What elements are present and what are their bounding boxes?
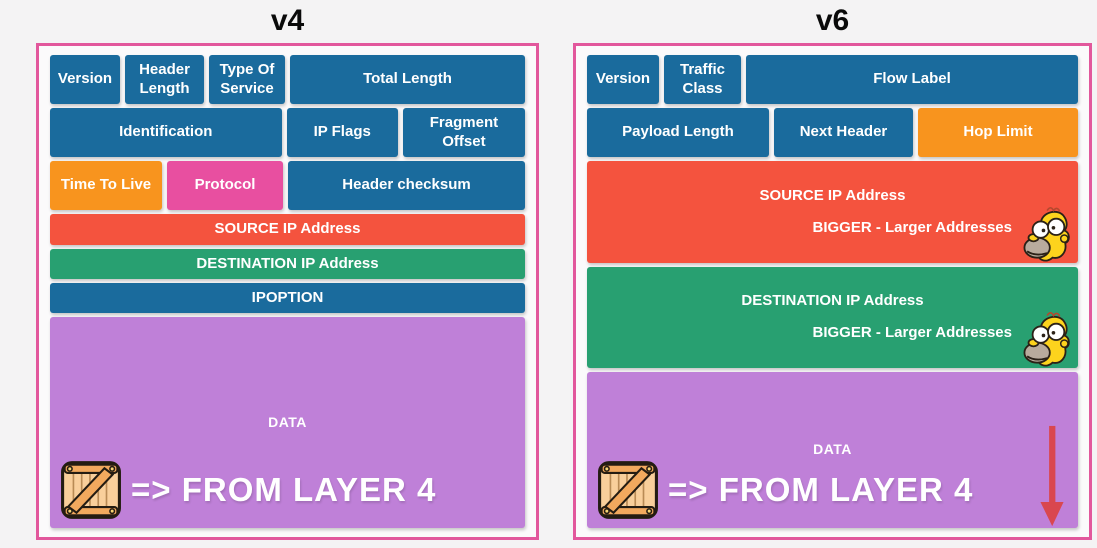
v4-row-6: IPOPTION (50, 283, 525, 313)
v4-field-type-of-service: Type Of Service (209, 55, 285, 104)
v6-row-3: SOURCE IP Address BIGGER - Larger Addres… (587, 161, 1078, 263)
v6-field-hop-limit: Hop Limit (918, 108, 1078, 157)
v6-row-1: Version Traffic Class Flow Label (587, 55, 1078, 104)
v6-destination-ip-label: DESTINATION IP Address (741, 292, 924, 310)
v6-row-4: DESTINATION IP Address BIGGER - Larger A… (587, 267, 1078, 368)
v6-from-layer-label: => FROM LAYER 4 (668, 471, 974, 509)
v6-field-destination-ip: DESTINATION IP Address BIGGER - Larger A… (587, 267, 1078, 368)
v4-title: v4 (270, 4, 305, 37)
v4-field-time-to-live: Time To Live (50, 161, 162, 210)
v6-field-source-ip: SOURCE IP Address BIGGER - Larger Addres… (587, 161, 1078, 263)
red-down-arrow-icon (1040, 425, 1064, 527)
v6-data-block: DATA => FROM LAYER 4 (587, 372, 1078, 528)
v6-row-2: Payload Length Next Header Hop Limit (587, 108, 1078, 157)
v4-field-protocol: Protocol (167, 161, 283, 210)
v4-field-ipoption: IPOPTION (50, 283, 525, 313)
wooden-crate-icon (598, 461, 658, 519)
v6-source-bigger-note: BIGGER - Larger Addresses (812, 218, 1012, 236)
homer-face-icon (1023, 312, 1070, 367)
v6-destination-bigger-note: BIGGER - Larger Addresses (812, 324, 1012, 341)
v4-from-layer-label: => FROM LAYER 4 (131, 471, 437, 509)
v6-source-ip-label: SOURCE IP Address (759, 186, 906, 204)
v4-field-header-checksum: Header checksum (288, 161, 525, 210)
v4-row-4: SOURCE IP Address (50, 214, 525, 245)
v6-field-next-header: Next Header (774, 108, 913, 157)
v4-row-3: Time To Live Protocol Header checksum (50, 161, 525, 210)
v4-field-header-length: Header Length (125, 55, 204, 104)
v6-field-flow-label: Flow Label (746, 55, 1078, 104)
v4-field-total-length: Total Length (290, 55, 525, 104)
v4-field-source-ip: SOURCE IP Address (50, 214, 525, 245)
v4-field-version: Version (50, 55, 120, 104)
wooden-crate-icon (61, 461, 121, 519)
v4-field-destination-ip: DESTINATION IP Address (50, 249, 525, 279)
v6-title: v6 (815, 4, 850, 37)
v4-data-label: DATA (268, 413, 307, 430)
v6-field-version: Version (587, 55, 659, 104)
v4-field-fragment-offset: Fragment Offset (402, 108, 525, 157)
ipv4-header-panel: Version Header Length Type Of Service To… (36, 43, 539, 540)
v4-from-layer-group: => FROM LAYER 4 (60, 460, 436, 520)
v6-field-traffic-class: Traffic Class (664, 55, 741, 104)
v4-row-1: Version Header Length Type Of Service To… (50, 55, 525, 104)
v4-row-2: Identification IP Flags Fragment Offset (50, 108, 525, 157)
v6-field-payload-length: Payload Length (587, 108, 769, 157)
v4-row-5: DESTINATION IP Address (50, 249, 525, 279)
v4-field-ip-flags: IP Flags (286, 108, 398, 157)
v6-data-label: DATA (813, 441, 852, 458)
ipv6-header-panel: Version Traffic Class Flow Label Payload… (573, 43, 1092, 540)
v6-from-layer-group: => FROM LAYER 4 (597, 460, 973, 520)
v4-field-identification: Identification (50, 108, 282, 157)
homer-face-icon (1023, 207, 1070, 262)
v4-data-block: DATA => FROM LAYER 4 (50, 317, 525, 528)
